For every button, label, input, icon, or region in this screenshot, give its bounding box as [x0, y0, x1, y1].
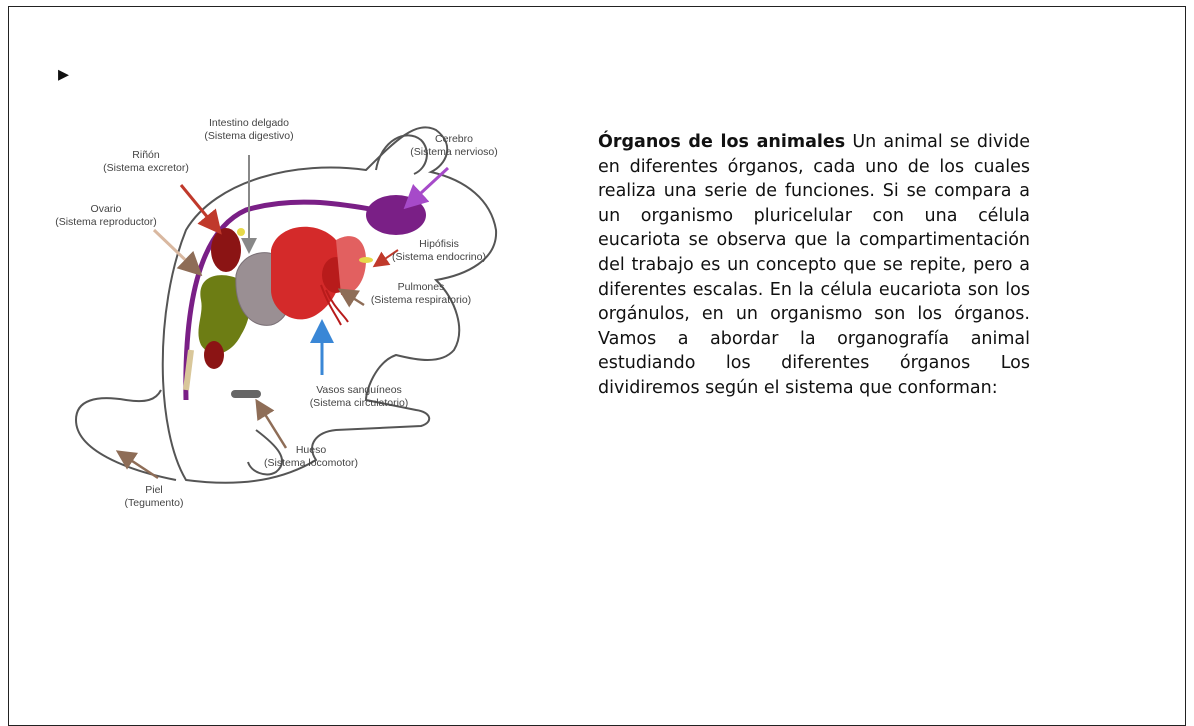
label-ovario: Ovario(Sistema reproductor) — [55, 203, 157, 228]
blood-vessels — [320, 284, 349, 326]
ovary-limb — [183, 349, 194, 391]
label-vasos: Vasos sanguíneos(Sistema circulatorio) — [310, 384, 409, 409]
label-hueso: Hueso(Sistema locomotor) — [264, 444, 358, 469]
corner-mark: ▸ — [58, 62, 70, 87]
arrow-ovario — [152, 228, 203, 277]
bone — [231, 390, 261, 398]
label-intestino: Intestino delgado(Sistema digestivo) — [204, 117, 293, 142]
text-passage: Órganos de los animales Un animal se div… — [598, 130, 1030, 401]
rat-body-outline — [161, 126, 498, 484]
arrow-hipofisis — [372, 249, 399, 268]
brain — [366, 195, 426, 235]
arrow-piel — [115, 450, 159, 480]
rat-organ-diagram: Intestino delgado(Sistema digestivo) Riñ… — [36, 100, 536, 540]
rat-tail — [74, 389, 177, 481]
arrow-pulmones — [337, 288, 365, 308]
passage-body: Un animal se divide en diferentes órgano… — [598, 132, 1030, 398]
lungs — [336, 236, 366, 295]
diagram-svg: Intestino delgado(Sistema digestivo) Riñ… — [55, 117, 498, 509]
arrow-cerebro — [403, 166, 450, 210]
pituitary — [359, 257, 373, 263]
label-piel: Piel(Tegumento) — [125, 484, 184, 509]
ovary — [204, 341, 224, 369]
spinal-cord — [183, 199, 377, 401]
label-pulmones: Pulmones(Sistema respiratorio) — [371, 281, 471, 306]
passage-heading: Órganos de los animales — [598, 132, 846, 152]
rat-ear — [375, 134, 428, 175]
label-cerebro: Cerebro(Sistema nervioso) — [410, 133, 498, 158]
adrenal — [237, 228, 245, 236]
label-rinon: Riñón(Sistema excretor) — [103, 149, 189, 174]
arrow-rinon — [179, 184, 222, 235]
rat-hind-leg — [247, 429, 283, 476]
kidney — [211, 228, 241, 272]
arrow-hueso — [255, 398, 288, 449]
label-hipofisis: Hipófisis(Sistema endocrino) — [392, 238, 486, 263]
